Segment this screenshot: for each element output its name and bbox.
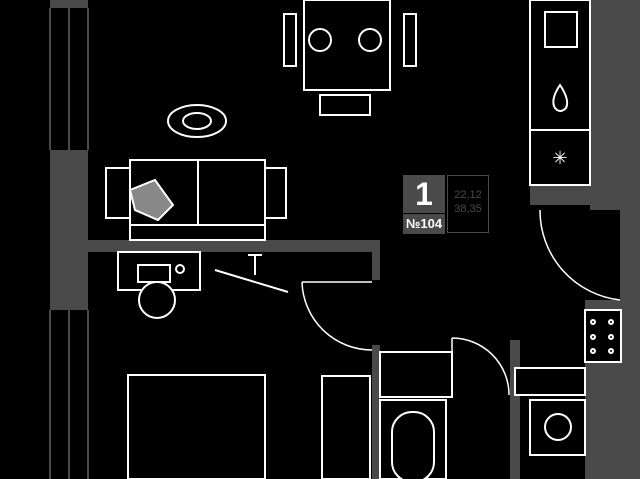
apartment-number: №104 [403,214,445,234]
desk [117,251,289,319]
living-area: 22,12 [454,189,482,201]
kitchen: ✳ [529,0,622,363]
decor-plate [167,104,227,138]
svg-text:✳: ✳ [552,148,567,168]
bed [127,374,266,479]
area-box: 22,12 38,35 [447,175,489,233]
window-left [49,8,89,479]
sofa [105,159,287,241]
bathroom [321,351,586,479]
total-area: 38,35 [454,203,482,215]
dining-table [283,0,417,116]
room-count: 1 [403,175,445,213]
